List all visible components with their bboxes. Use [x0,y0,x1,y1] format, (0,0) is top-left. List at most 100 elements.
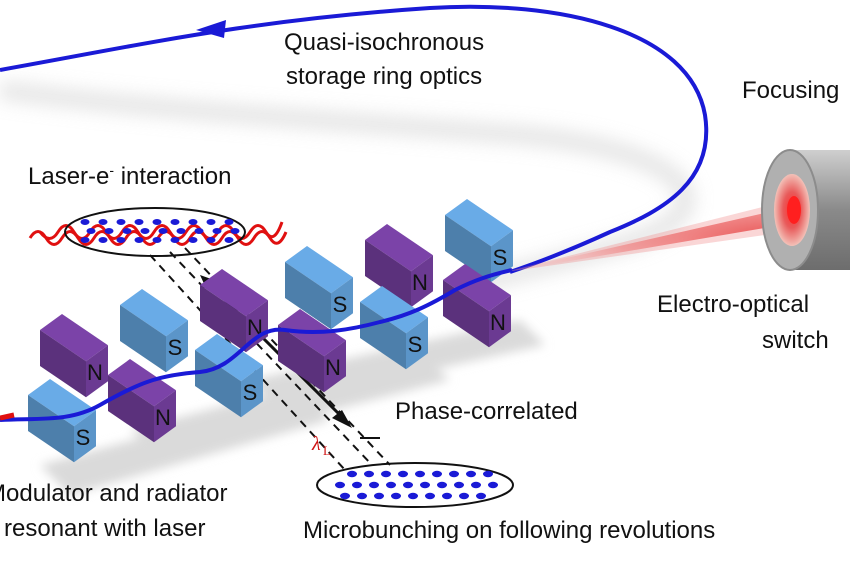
microbunching-dots [335,470,498,500]
microbunch-dot [449,470,459,478]
microbunch-dot [488,481,498,489]
microbunch-dot [398,470,408,478]
magnet-back-n-1-label: N [87,360,103,385]
microbunch-dot [374,492,384,500]
electron-dot [134,237,144,243]
microbunch-dot [347,470,357,478]
magnet-front-s-3: S [360,286,428,370]
magnet-front-n-1-label: N [155,405,171,430]
magnet-back-n-3: N [365,224,433,308]
electron-dot [206,219,216,225]
electron-dot [134,219,144,225]
microbunch-dot [442,492,452,500]
microbunch-dot [483,470,493,478]
electron-dot [116,219,126,225]
microbunch-dot [459,492,469,500]
modulator-label-line2: resonant with laser [4,515,206,542]
microbunching-label: Microbunching on following revolutions [303,517,716,544]
magnet-front-s-1-label: S [76,425,91,450]
microbunch-dot [403,481,413,489]
microbunch-dot [437,481,447,489]
microbunch-dot [357,492,367,500]
electron-dot [188,237,198,243]
electron-dot [212,228,222,234]
electron-dot [176,228,186,234]
magnet-back-s-1: S [120,289,188,373]
electron-dot [224,219,234,225]
magnet-front-s-3-label: S [408,332,423,357]
electron-dot [230,228,240,234]
electron-dot [158,228,168,234]
focusing-lens-icon [761,149,850,271]
electron-dot [152,237,162,243]
magnet-back-s-1-label: S [168,335,183,360]
microbunch-dot [454,481,464,489]
microbunch-dot [364,470,374,478]
microbunch-dot [340,492,350,500]
interaction-bunch-ellipse [64,207,246,257]
magnet-back-n-1: N [40,314,108,398]
microbunch-dot [415,470,425,478]
electron-dot [224,237,234,243]
electron-dot [194,228,204,234]
microbunch-dot [471,481,481,489]
electron-dot [104,228,114,234]
electro-optical-label-line2: switch [762,327,829,354]
wavelength-marker: λ L [311,433,380,458]
magnet-back-s-2: S [285,246,353,330]
magnet-back-s-2-label: S [333,292,348,317]
electron-dot [206,237,216,243]
electron-dot [116,237,126,243]
undulator-beam-path [0,268,513,422]
propagation-arrowhead-icon [332,410,352,428]
electron-dot [170,219,180,225]
interaction-bunch-dots [80,219,240,243]
focusing-label: Focusing [742,77,840,104]
phase-correlated-label: Phase-correlated [395,398,578,425]
microbunch-dot [335,481,345,489]
microbunch-dot [432,470,442,478]
arrowhead-left-icon [196,20,226,38]
magnet-back-s-3: S [445,199,513,283]
microbunch-dot [420,481,430,489]
magnet-back-n-3-label: N [412,270,428,295]
electron-dot [98,237,108,243]
microbunch-dot [466,470,476,478]
electron-dot [98,219,108,225]
microbunch-dot [386,481,396,489]
microbunch-dot [425,492,435,500]
magnet-front-s-2: S [195,334,263,418]
electron-dot [170,237,180,243]
incoming-laser [0,412,15,421]
microbunch-dot [369,481,379,489]
interaction-label: Laser-e- interaction [28,162,232,190]
microbunch-dot [408,492,418,500]
ring-optics-label-line1: Quasi-isochronous [284,29,485,56]
magnet-front-n-2-label: N [325,355,341,380]
electron-dot [152,219,162,225]
microbunch-dot [352,481,362,489]
magnet-front-n-3: N [443,264,511,348]
magnet-back-s-3-label: S [493,245,508,270]
lambda-symbol: λ [311,433,321,455]
microbunch-dot [381,470,391,478]
microbunch-dot [391,492,401,500]
electron-dot [122,228,132,234]
electro-optical-label-line1: Electro-optical [657,291,810,318]
electron-dot [86,228,96,234]
laser-beam-cone [505,205,800,272]
electron-dot [140,228,150,234]
magnet-front-n-3-label: N [490,310,506,335]
electron-dot [80,237,90,243]
lambda-subscript: L [323,443,331,458]
microbunch-dot [476,492,486,500]
electron-dot [188,219,198,225]
modulator-label-line1: Modulator and radiator [0,480,228,507]
microbunching-ellipse [316,462,514,508]
electron-dot [80,219,90,225]
magnet-front-s-2-label: S [243,380,258,405]
ring-optics-label-line2: storage ring optics [286,63,483,90]
